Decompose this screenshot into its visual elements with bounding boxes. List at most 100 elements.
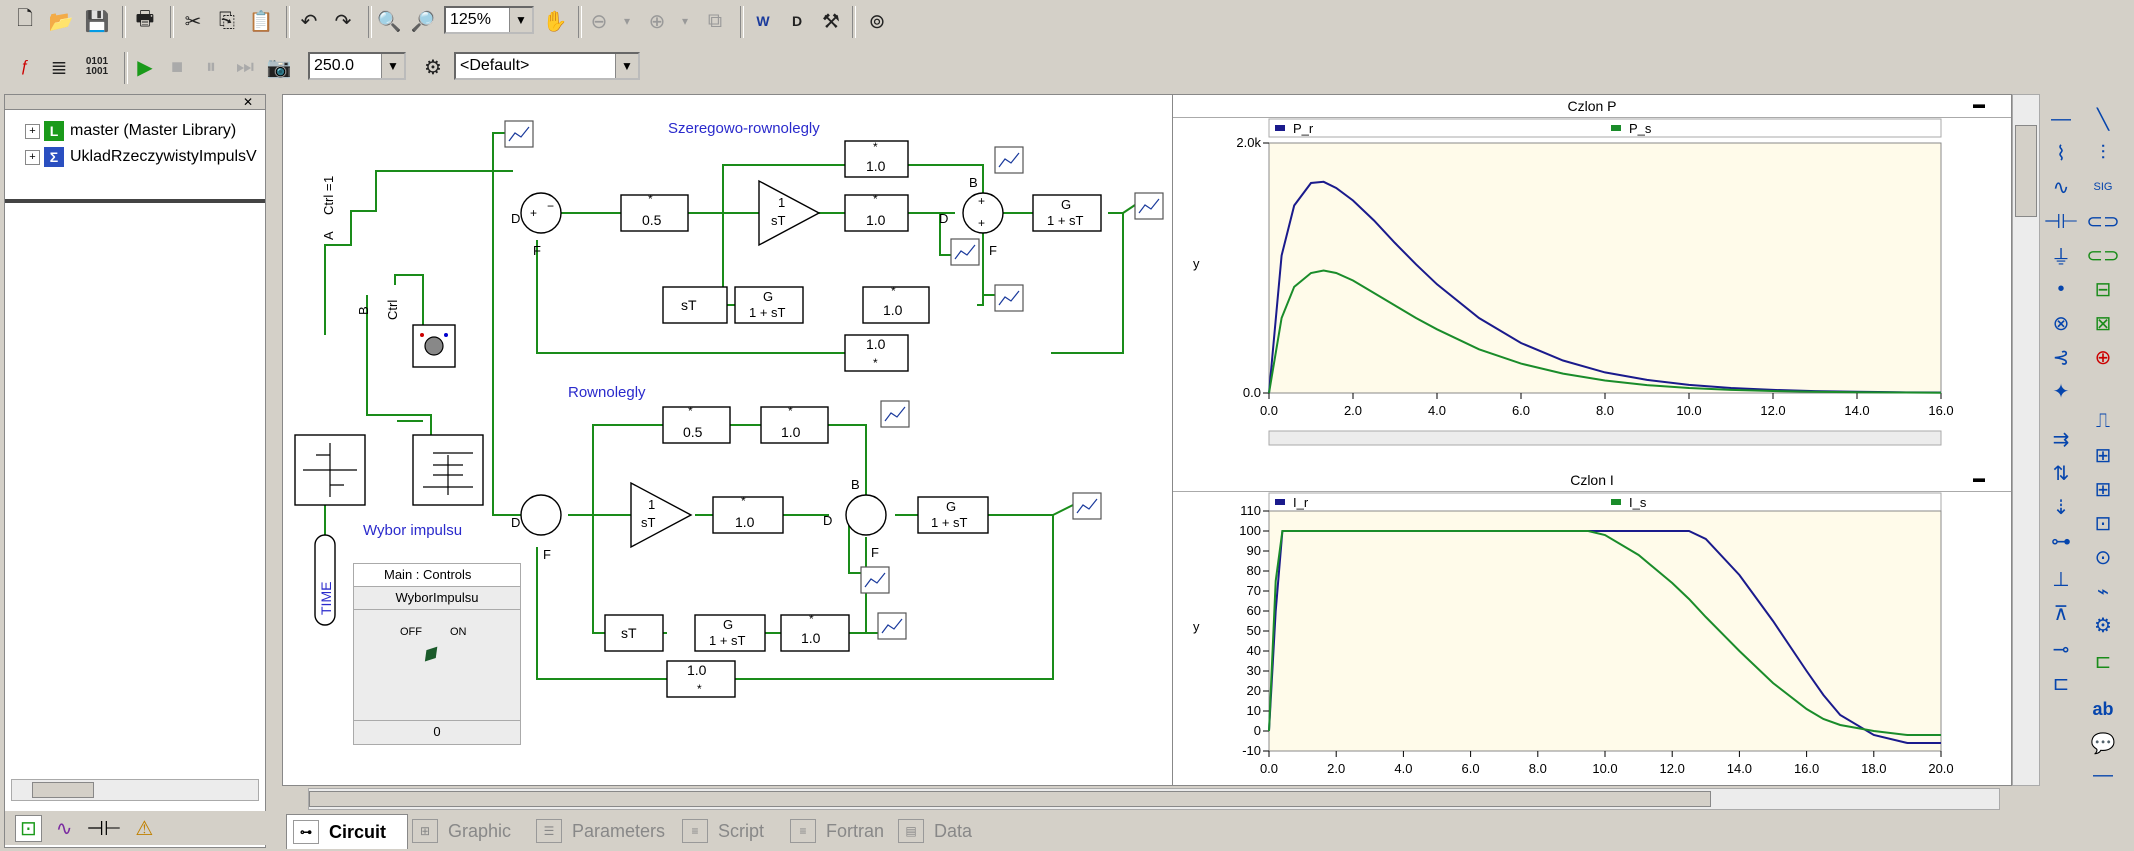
config-select[interactable]: <Default> ▼ <box>454 52 640 80</box>
tap-icon[interactable]: ⊶ <box>2051 530 2071 553</box>
line-tool-icon[interactable]: — <box>2093 763 2113 786</box>
forward-icon[interactable]: ⊕ <box>648 10 666 33</box>
wave-tab-icon[interactable]: ∿ <box>55 817 73 840</box>
function-icon[interactable]: ƒ <box>20 58 30 75</box>
save-icon[interactable]: 💾 <box>84 10 110 33</box>
component-tab-icon[interactable]: ⊣⊢ <box>86 817 122 840</box>
dial-icon[interactable]: ⊡ <box>2094 512 2112 535</box>
transistor-icon[interactable]: ⫶ <box>2100 141 2106 164</box>
switch-icon[interactable]: ⊰ <box>2052 346 2070 369</box>
scroll-thumb[interactable] <box>2015 125 2037 217</box>
graph-vscroll[interactable] <box>2012 94 2040 786</box>
redo-icon[interactable]: ↷ <box>334 10 352 33</box>
battery-icon[interactable]: ⊏ <box>2094 650 2112 673</box>
copy-icon[interactable]: ⎘ <box>219 9 235 32</box>
chevron-down-icon[interactable]: ▼ <box>509 8 532 32</box>
bus-icon[interactable]: ⊥ <box>2052 568 2070 591</box>
binoculars-icon[interactable]: ⊚ <box>868 10 886 33</box>
ea-icon[interactable]: ⇅ <box>2052 462 2070 485</box>
canvas-hscroll[interactable] <box>308 788 2000 810</box>
close-icon[interactable]: ✕ <box>243 95 254 109</box>
tree-item-project[interactable]: + Σ UkladRzeczywistyImpulsV <box>25 145 257 169</box>
scroll-thumb[interactable] <box>32 782 94 798</box>
paste-icon[interactable]: 📋 <box>248 10 274 33</box>
runtime-select[interactable]: 250.0 ▼ <box>308 52 406 80</box>
cable-icon[interactable]: ⊂⊃ <box>2086 210 2120 233</box>
message-tab-icon[interactable]: ⚠ <box>135 817 154 840</box>
minimize-icon[interactable]: ▬ <box>1973 97 1985 111</box>
chevron-down-icon[interactable]: ▼ <box>381 54 404 78</box>
diagonal-wire-icon[interactable]: ╲ <box>2096 108 2110 131</box>
breaker-icon[interactable]: ⊠ <box>2094 312 2112 335</box>
slider-icon[interactable]: ⊞ <box>2094 444 2112 467</box>
tower-icon[interactable]: ⊼ <box>2053 602 2069 625</box>
tree-hscroll[interactable] <box>11 779 259 801</box>
comment-icon[interactable]: 💬 <box>2090 732 2116 755</box>
fault-icon[interactable]: ⊕ <box>2094 346 2112 369</box>
tree-item-master[interactable]: + L master (Master Library) <box>25 119 236 143</box>
tab-parameters[interactable]: ☰ Parameters <box>536 814 665 848</box>
wave-box-icon[interactable]: ⌁ <box>2096 580 2110 603</box>
ea-down-icon[interactable]: ⇣ <box>2052 496 2070 519</box>
resistor-icon[interactable]: ⌇ <box>2056 142 2066 165</box>
meter-box-icon[interactable]: ⊞ <box>2094 478 2112 501</box>
step-icon[interactable]: ⏭ <box>236 55 254 78</box>
zoom-select[interactable]: 125% ▼ <box>444 6 534 34</box>
zoom-in-icon[interactable]: 🔍 <box>376 10 402 33</box>
open-folder-icon[interactable]: 📂 <box>48 10 74 33</box>
chevron-down-icon[interactable]: ▾ <box>681 14 689 28</box>
expand-icon[interactable]: + <box>25 149 40 165</box>
scroll-thumb[interactable] <box>309 791 1711 807</box>
tab-data[interactable]: ▤ Data <box>898 814 972 848</box>
source-icon[interactable]: ⊟ <box>2094 278 2112 301</box>
tab-circuit[interactable]: ⊶ Circuit <box>286 814 408 849</box>
pan-hand-icon[interactable]: ✋ <box>542 10 568 33</box>
tab-fortran[interactable]: ≡ Fortran <box>790 814 884 848</box>
tree-tab-icon[interactable]: ⊡ <box>15 814 42 842</box>
star-node-icon[interactable]: ✦ <box>2052 380 2070 403</box>
stop-icon[interactable]: ■ <box>170 55 184 78</box>
splitter[interactable] <box>5 199 265 203</box>
d-box-icon[interactable]: D <box>791 13 803 29</box>
play-icon[interactable]: ▶ <box>137 56 153 79</box>
c1-icon[interactable]: ⊏ <box>2052 672 2070 695</box>
tab-script[interactable]: ≡ Script <box>682 814 764 848</box>
sig-icon[interactable]: SIG <box>2093 181 2113 193</box>
circuit-canvas[interactable]: Szeregowo-rownolegly Rownolegly Wybor im… <box>282 94 1174 786</box>
rotary-switch-icon[interactable]: ⬧ <box>416 635 448 670</box>
tab-graphic[interactable]: ⊞ Graphic <box>412 814 511 848</box>
ac-source-icon[interactable]: ⊸ <box>2052 638 2070 661</box>
scope-icon[interactable]: ⎍ <box>2096 409 2110 432</box>
config-icon[interactable]: ⚙ <box>424 56 442 79</box>
zoom-out-icon[interactable]: 🔎 <box>410 10 436 33</box>
chevron-down-icon[interactable]: ▾ <box>623 14 631 28</box>
line-icon[interactable]: ⊂⊃ <box>2086 244 2120 267</box>
layers-icon[interactable]: ≣ <box>50 56 68 79</box>
cut-icon[interactable]: ✂ <box>184 10 202 33</box>
new-file-icon[interactable]: 🗋 <box>16 8 34 30</box>
minimize-icon[interactable]: ▬ <box>1973 471 1985 485</box>
snapshot-icon[interactable]: 📷 <box>266 56 292 79</box>
import-icon[interactable]: ⇉ <box>2052 428 2070 451</box>
gear-icon[interactable]: ⚙ <box>2094 614 2112 637</box>
wire-icon[interactable]: W <box>756 13 770 29</box>
wire-tool-icon[interactable]: — <box>2051 107 2071 130</box>
capacitor-icon[interactable]: ⊣⊢ <box>2043 210 2079 233</box>
window-icon[interactable]: ⧉ <box>707 9 723 32</box>
chevron-down-icon[interactable]: ▼ <box>615 54 638 78</box>
inductor-icon[interactable]: ∿ <box>2052 176 2070 199</box>
back-icon[interactable]: ⊖ <box>590 10 608 33</box>
magic-icon[interactable]: ⚒ <box>822 10 840 33</box>
print-icon[interactable]: 🖶 <box>135 8 155 30</box>
radio-icon[interactable]: ⊙ <box>2094 546 2112 569</box>
pause-icon[interactable]: ⏸ <box>206 55 216 78</box>
expand-icon[interactable]: + <box>25 123 40 139</box>
text-tool-icon[interactable]: ab <box>2092 698 2114 719</box>
meter-icon[interactable]: ⊗ <box>2052 312 2070 335</box>
undo-icon[interactable]: ↶ <box>300 10 318 33</box>
ground-icon[interactable]: ⏚ <box>2051 246 2071 269</box>
node-icon[interactable]: • <box>2057 277 2065 300</box>
